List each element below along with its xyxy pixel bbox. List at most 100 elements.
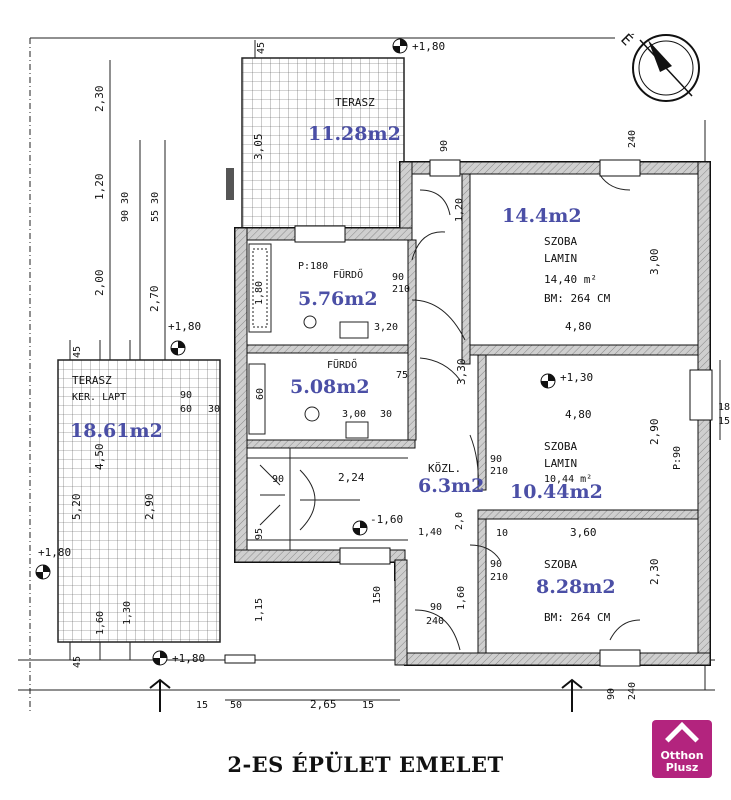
svg-text:1,80: 1,80	[254, 281, 265, 305]
svg-text:18: 18	[718, 402, 730, 413]
svg-text:240: 240	[426, 616, 444, 627]
svg-text:2,90: 2,90	[648, 419, 661, 446]
bath1-area: 5.76m2	[298, 288, 378, 310]
level-far-left: +1,80	[38, 546, 71, 559]
svg-text:30: 30	[380, 409, 392, 420]
hall-name: KÖZL.	[428, 462, 461, 475]
svg-text:3,30: 3,30	[455, 359, 468, 386]
svg-text:1,40: 1,40	[418, 527, 442, 538]
level-mid: +1,30	[560, 371, 593, 384]
svg-text:2,70: 2,70	[148, 286, 161, 313]
svg-text:1,60: 1,60	[456, 586, 467, 610]
bath2-area: 5.08m2	[290, 376, 370, 398]
svg-text:90: 90	[392, 272, 404, 283]
svg-text:90: 90	[180, 390, 192, 401]
terrace-left	[57, 359, 221, 643]
svg-text:45: 45	[256, 42, 267, 54]
room2-name: SZOBA	[544, 440, 577, 453]
compass-north-icon: É	[617, 29, 700, 102]
svg-text:50: 50	[230, 700, 242, 711]
svg-text:4,80: 4,80	[565, 320, 592, 333]
hall-area: 6.3m2	[418, 475, 484, 497]
svg-text:90 30: 90 30	[120, 192, 131, 222]
svg-text:1,15: 1,15	[254, 598, 265, 622]
svg-text:55 30: 55 30	[150, 192, 161, 222]
dimension-labels: 2,30 1,20 90 30 55 30 2,00 2,70 3,05 240…	[70, 42, 730, 711]
svg-text:3,00: 3,00	[342, 409, 366, 420]
svg-text:2,30: 2,30	[648, 559, 661, 586]
logo-line1: Otthon	[660, 749, 704, 762]
bath1-name: FÜRDŐ	[333, 267, 363, 281]
level-marker-icon	[35, 38, 556, 666]
room2-floor: LAMIN	[544, 457, 577, 470]
svg-text:1,20: 1,20	[454, 198, 465, 222]
room2-size: 10,44 m²	[544, 474, 592, 485]
svg-text:90: 90	[490, 559, 502, 570]
logo-line2: Plusz	[665, 761, 699, 774]
svg-text:30: 30	[208, 404, 220, 415]
room1-name: SZOBA	[544, 235, 577, 248]
svg-text:1,60: 1,60	[95, 611, 106, 635]
section-markers	[149, 678, 583, 712]
bath1-p: P:180	[298, 261, 328, 272]
floor-plan: É TERASZ 11.28m2 14.4m2 SZOBA LAMIN 14,4…	[18, 29, 730, 712]
level-bottom: +1,80	[172, 652, 205, 665]
svg-text:P:90: P:90	[672, 446, 683, 470]
svg-text:É: É	[617, 29, 637, 49]
bath-fixtures	[248, 243, 369, 439]
terrace-top-name: TERASZ	[335, 96, 375, 109]
level-top: +1,80	[412, 40, 445, 53]
svg-text:90: 90	[430, 602, 442, 613]
plan-caption: 2-ES ÉPÜLET EMELET	[227, 752, 504, 777]
svg-text:3,20: 3,20	[374, 322, 398, 333]
svg-text:1,30: 1,30	[122, 601, 133, 625]
svg-text:90: 90	[439, 140, 450, 152]
svg-text:2,65: 2,65	[310, 698, 337, 711]
svg-text:210: 210	[392, 284, 410, 295]
room1-height: BM: 264 CM	[544, 292, 611, 305]
room3-area: 8.28m2	[536, 576, 616, 598]
svg-text:4,80: 4,80	[565, 408, 592, 421]
svg-text:75: 75	[396, 370, 408, 381]
svg-text:90: 90	[606, 688, 617, 700]
level-stair: -1,60	[370, 513, 403, 526]
staircase	[247, 448, 408, 550]
svg-text:95: 95	[254, 528, 265, 540]
level-left: +1,80	[168, 320, 201, 333]
svg-text:90: 90	[490, 454, 502, 465]
terrace-top-area: 11.28m2	[308, 123, 401, 145]
svg-text:3,00: 3,00	[648, 249, 661, 276]
svg-text:90: 90	[272, 474, 284, 485]
otthonplusz-logo: Otthon Plusz	[652, 720, 712, 778]
svg-text:1,20: 1,20	[93, 174, 106, 201]
svg-text:2,00: 2,00	[93, 270, 106, 297]
svg-text:45: 45	[72, 656, 83, 668]
svg-text:240: 240	[627, 130, 638, 148]
svg-text:210: 210	[490, 466, 508, 477]
svg-text:3,60: 3,60	[570, 526, 597, 539]
svg-text:3,05: 3,05	[252, 134, 265, 161]
svg-text:15: 15	[362, 700, 374, 711]
svg-text:4,50: 4,50	[93, 444, 106, 471]
room3-name: SZOBA	[544, 558, 577, 571]
terrace-left-area: 18.61m2	[70, 420, 163, 442]
room3-height: BM: 264 CM	[544, 611, 611, 624]
svg-text:240: 240	[627, 682, 638, 700]
bath2-name: FÜRDŐ	[327, 357, 357, 371]
svg-text:2,30: 2,30	[93, 86, 106, 113]
terrace-left-sub: KER. LAPT	[72, 392, 126, 403]
svg-text:60: 60	[180, 404, 192, 415]
svg-text:150: 150	[372, 586, 383, 604]
room1-size: 14,40 m²	[544, 273, 597, 286]
door-swings	[411, 174, 641, 651]
svg-text:2,90: 2,90	[143, 494, 156, 521]
terrace-left-name: TERASZ	[72, 374, 112, 387]
svg-text:5,20: 5,20	[70, 494, 83, 521]
room1-floor: LAMIN	[544, 252, 577, 265]
room1-area: 14.4m2	[502, 205, 582, 227]
building-walls	[224, 159, 713, 667]
svg-text:15: 15	[718, 416, 730, 427]
svg-text:45: 45	[72, 346, 83, 358]
svg-text:60: 60	[255, 388, 266, 400]
svg-text:10: 10	[496, 528, 508, 539]
